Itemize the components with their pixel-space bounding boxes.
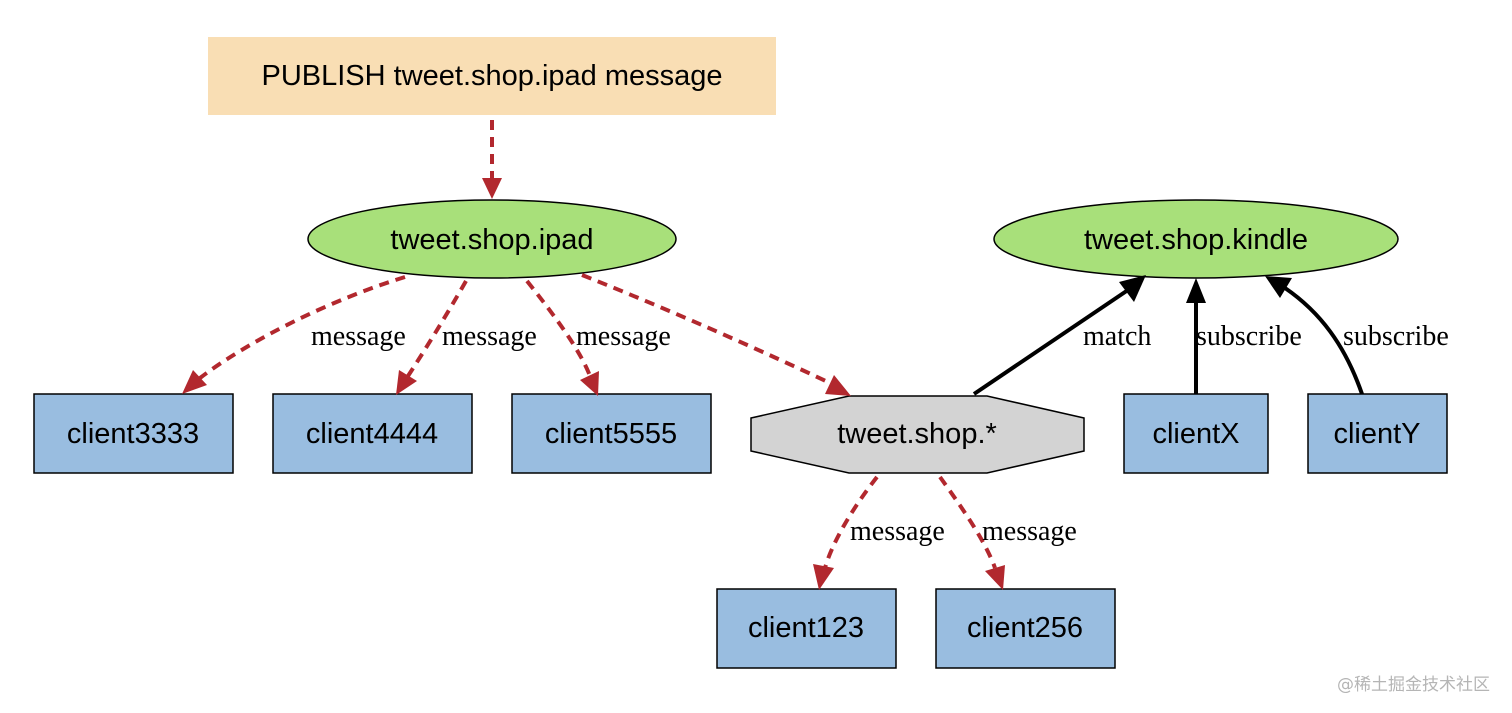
client-box xyxy=(935,588,1116,669)
edge-label: subscribe xyxy=(1343,321,1449,352)
client-label: client3333 xyxy=(67,418,199,450)
edge-ipad-to-client4444: message xyxy=(396,280,537,395)
pattern-label: tweet.shop.* xyxy=(837,418,997,450)
client-box xyxy=(716,588,897,669)
channel-ipad-ellipse xyxy=(307,199,677,279)
arrowhead xyxy=(813,564,834,590)
edge-line xyxy=(1283,286,1364,395)
client-node-5555: client5555 xyxy=(511,393,712,474)
arrowhead xyxy=(396,370,417,395)
publish-command-node: PUBLISH tweet.shop.ipad message xyxy=(208,37,776,115)
client-box xyxy=(1307,393,1448,474)
arrowhead xyxy=(182,370,207,394)
edge-label: subscribe xyxy=(1196,321,1302,352)
edge-line xyxy=(823,475,879,569)
edge-label: message xyxy=(982,516,1077,547)
pattern-node: tweet.shop.* xyxy=(750,395,1085,474)
edge-line xyxy=(938,475,997,569)
client-node-123: client123 xyxy=(716,588,897,669)
edge-line xyxy=(406,280,468,378)
publish-command-label: PUBLISH tweet.shop.ipad message xyxy=(261,60,722,92)
client-box xyxy=(272,393,473,474)
edge-clienty-subscribe-kindle: subscribe xyxy=(1265,276,1449,395)
arrowhead xyxy=(1186,278,1206,303)
edge-label: match xyxy=(1083,321,1151,352)
arrowhead xyxy=(482,178,502,199)
client-box xyxy=(33,393,234,474)
edge-line xyxy=(972,288,1130,396)
channel-kindle-label: tweet.shop.kindle xyxy=(1084,224,1308,256)
client-box xyxy=(511,393,712,474)
watermark: @稀土掘金技术社区 xyxy=(1337,675,1490,695)
edge-label: message xyxy=(850,516,945,547)
client-node-3333: client3333 xyxy=(33,393,234,474)
edge-label: message xyxy=(442,321,537,352)
client-node-4444: client4444 xyxy=(272,393,473,474)
edge-ipad-to-client3333: message xyxy=(182,275,406,394)
arrowhead xyxy=(1119,275,1146,302)
client-node-256: client256 xyxy=(935,588,1116,669)
client-label: clientX xyxy=(1152,418,1239,450)
channel-kindle-node: tweet.shop.kindle xyxy=(993,199,1399,279)
client-label: client123 xyxy=(748,612,864,644)
arrowhead xyxy=(580,371,599,396)
edge-clientx-subscribe-kindle: subscribe xyxy=(1186,278,1302,394)
client-node-y: clientY xyxy=(1307,393,1448,474)
edge-line xyxy=(581,273,831,385)
edge-label: message xyxy=(576,321,671,352)
client-box xyxy=(1123,393,1269,474)
channel-ipad-label: tweet.shop.ipad xyxy=(390,224,593,256)
client-label: client4444 xyxy=(306,418,438,450)
publish-command-box xyxy=(208,37,776,115)
edge-label: message xyxy=(311,321,406,352)
client-label: clientY xyxy=(1333,418,1420,450)
channel-ipad-node: tweet.shop.ipad xyxy=(307,199,677,279)
pattern-octagon xyxy=(750,395,1085,474)
edge-pattern-match-kindle: match xyxy=(972,275,1151,396)
edge-publish-to-ipad xyxy=(482,120,502,199)
edge-ipad-to-pattern xyxy=(581,273,851,396)
edge-line xyxy=(198,275,406,380)
arrowhead xyxy=(825,375,851,396)
edge-pattern-to-client123: message xyxy=(813,475,945,590)
client-node-x: clientX xyxy=(1123,393,1269,474)
client-label: client5555 xyxy=(545,418,677,450)
edge-pattern-to-client256: message xyxy=(938,475,1077,590)
arrowhead xyxy=(1265,276,1292,298)
edge-ipad-to-client5555: message xyxy=(525,279,671,396)
client-label: client256 xyxy=(967,612,1083,644)
edge-line xyxy=(525,279,592,377)
arrowhead xyxy=(985,565,1005,590)
